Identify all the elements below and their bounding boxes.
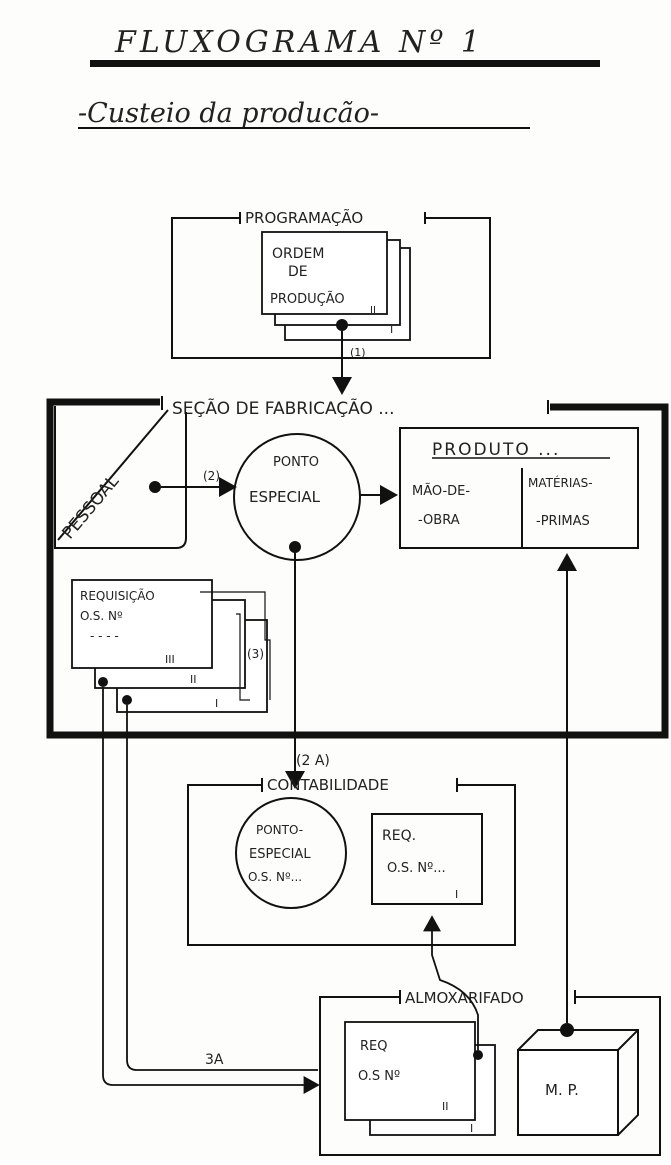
almox-req-stack — [344, 1021, 496, 1136]
ponto-bottom-dot — [289, 541, 301, 553]
mp-label: M. P. — [545, 1081, 579, 1099]
almoxarifado-label: ALMOXARIFADO — [405, 989, 524, 1007]
almox-req-dot — [473, 1050, 483, 1060]
requisicao-line2: O.S. Nº — [80, 609, 123, 623]
mao-de-obra-line1: MÃO-DE- — [412, 483, 470, 499]
produto-title: PRODUTO ... — [432, 440, 560, 460]
pessoal-label: PESSOAL — [59, 471, 124, 543]
contab-req-doc — [371, 813, 483, 905]
contab-ponto-line3: O.S. Nº... — [248, 870, 302, 884]
requisicao-stack — [71, 579, 271, 713]
contab-ponto-circle — [235, 797, 347, 909]
contab-ponto-line2: ESPECIAL — [249, 847, 311, 862]
almoxarifado-box — [319, 990, 661, 1156]
ordem-producao-line2: DE — [288, 264, 308, 280]
ordem-producao-line1: ORDEM — [272, 246, 324, 262]
flow-3a-line-inner — [126, 705, 318, 1071]
produto-box — [399, 427, 639, 549]
flow-3a-label: 3A — [205, 1052, 224, 1068]
contab-req-line2: O.S. Nº... — [387, 861, 446, 876]
almox-req-line1: REQ — [360, 1039, 387, 1054]
diagram-subtitle: -Custeio da producão- — [78, 98, 379, 129]
title-underline — [90, 60, 600, 67]
almox-req-copy-2: II — [442, 1100, 449, 1113]
mp-dot — [560, 1023, 574, 1037]
requisicao-line3: - - - - — [90, 629, 119, 643]
almox-req-copy-1: I — [470, 1122, 473, 1135]
programacao-label: PROGRAMAÇÃO — [245, 208, 363, 227]
fabricacao-label: SEÇÃO DE FABRICAÇÃO ... — [172, 397, 395, 419]
pessoal-box — [54, 406, 187, 549]
ordem-connector-dot — [336, 319, 348, 331]
programacao-box — [171, 212, 491, 359]
contab-ponto-line1: PONTO- — [256, 823, 303, 837]
materias-primas-line2: -PRIMAS — [536, 514, 590, 529]
almox-req-line2: O.S Nº — [358, 1069, 400, 1084]
contab-req-copy: I — [455, 888, 458, 901]
requisicao-copy-2: II — [190, 673, 197, 686]
almox-to-contab-arrow — [423, 915, 479, 1050]
flow-1-label: (1) — [350, 346, 366, 359]
fabricacao-box — [46, 398, 669, 739]
ordem-copy-1: I — [390, 323, 393, 336]
req-dot-2 — [98, 677, 108, 687]
diagram-title: FLUXOGRAMA Nº 1 — [114, 25, 484, 60]
ponto-especial-circle — [233, 433, 361, 561]
ordem-producao-line3: PRODUÇÃO — [270, 291, 345, 307]
contabilidade-box — [187, 778, 516, 946]
requisicao-copy-3: III — [165, 653, 175, 666]
requisicao-copy-1: I — [215, 697, 218, 710]
ordem-copy-2: II — [370, 305, 376, 316]
flow-2-label: (2) — [203, 469, 220, 483]
contab-req-line1: REQ. — [382, 828, 416, 844]
pessoal-dot — [149, 481, 161, 493]
materias-primas-line1: MATÉRIAS- — [528, 475, 593, 490]
req-dot-1 — [122, 695, 132, 705]
ponto-especial-line1: PONTO — [273, 455, 319, 470]
flow-2a-label: (2 A) — [296, 753, 330, 769]
mao-de-obra-line2: -OBRA — [418, 513, 460, 528]
mp-cube — [517, 1029, 639, 1136]
ponto-especial-line2: ESPECIAL — [249, 488, 321, 506]
flow-3a-line-outer — [102, 687, 320, 1094]
requisicao-line1: REQUISIÇÃO — [80, 588, 155, 603]
flow-3-label: (3) — [247, 647, 264, 661]
contabilidade-label: CONTABILIDADE — [267, 776, 389, 794]
